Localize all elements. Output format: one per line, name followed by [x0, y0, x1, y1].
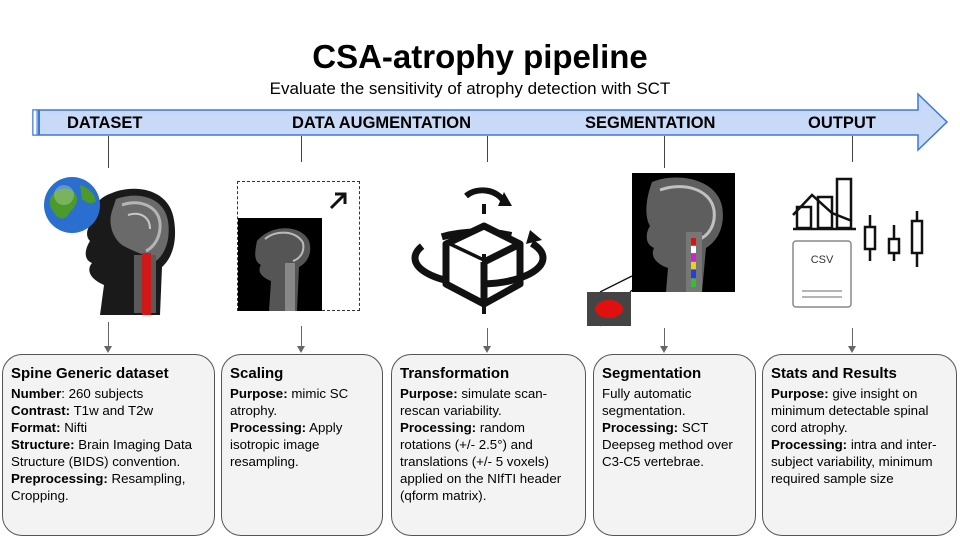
structure-label: Structure: — [11, 437, 75, 452]
expand-arrow-icon — [329, 192, 347, 210]
stage-dataset: DATASET — [67, 114, 143, 132]
card-title: Transformation — [400, 365, 510, 382]
page-subtitle: Evaluate the sensitivity of atrophy dete… — [269, 79, 671, 98]
processing-value: random rotations (+/- 2.5°) and translat… — [400, 420, 562, 503]
card-segmentation: Segmentation Fully automatic segmentatio… — [593, 354, 756, 536]
csv-label: CSV — [811, 254, 834, 266]
processing-label: Processing: — [400, 420, 477, 435]
csv-file-icon: CSV — [792, 240, 852, 308]
segmentation-illustration — [587, 173, 735, 327]
card-scaling: Scaling Purpose: mimic SC atrophy. Proce… — [221, 354, 383, 536]
processing-value: intra and inter-subject variability, min… — [771, 437, 937, 486]
stage-output: OUTPUT — [808, 114, 876, 132]
connector — [852, 328, 853, 348]
card-title: Segmentation — [602, 365, 702, 382]
processing-label: Processing: — [230, 420, 307, 435]
connector — [301, 326, 302, 348]
purpose-value: give insight on minimum detectable spina… — [771, 386, 929, 435]
purpose-value: mimic SC atrophy. — [230, 386, 349, 418]
contrast-label: Contrast: — [11, 403, 71, 418]
boxplot-icon — [863, 211, 924, 267]
card-title: Spine Generic dataset — [11, 365, 169, 382]
number-value: : 260 subjects — [61, 386, 144, 401]
preprocessing-label: Preprocessing: — [11, 471, 108, 486]
connector-arrowhead — [104, 346, 112, 353]
number-label: Number — [11, 386, 62, 401]
processing-label: Processing: — [771, 437, 848, 452]
card-dataset: Spine Generic dataset Number: 260 subjec… — [2, 354, 215, 536]
connector-arrowhead — [297, 346, 305, 353]
connector — [487, 328, 488, 348]
purpose-value: simulate scan-rescan variability. — [400, 386, 548, 418]
card-title: Scaling — [230, 365, 284, 382]
card-stats: Stats and Results Purpose: give insight … — [762, 354, 957, 536]
card-transformation: Transformation Purpose: simulate scan-re… — [391, 354, 586, 536]
stage-segmentation: SEGMENTATION — [585, 114, 716, 132]
purpose-label: Purpose: — [230, 386, 288, 401]
output-illustration: CSV — [792, 177, 924, 308]
connector-arrowhead — [660, 346, 668, 353]
connector-arrowhead — [848, 346, 856, 353]
structure-value: Brain Imaging Data Structure (BIDS) conv… — [11, 437, 193, 469]
processing-value: Apply isotropic image resampling. — [230, 420, 343, 469]
processing-value: SCT Deepseg method over C3-C5 vertebrae. — [602, 420, 733, 469]
stage-tick — [487, 136, 488, 162]
format-value: Nifti — [60, 420, 88, 435]
rotating-cube-icon — [411, 187, 547, 318]
purpose-label: Purpose: — [771, 386, 829, 401]
globe-icon — [44, 177, 100, 233]
preprocessing-value: Resampling, Cropping. — [11, 471, 186, 503]
connector — [664, 328, 665, 348]
processing-label: Processing: — [602, 420, 679, 435]
dataset-illustration — [44, 177, 182, 315]
card-title: Stats and Results — [771, 365, 897, 382]
connector — [108, 322, 109, 348]
stage-tick — [852, 136, 853, 162]
connector-arrowhead — [483, 346, 491, 353]
page-title: CSA-atrophy pipeline — [312, 38, 648, 75]
stage-tick — [301, 136, 302, 162]
stage-tick — [108, 136, 109, 168]
axial-slice-icon — [587, 292, 631, 326]
timeline-arrow — [32, 92, 949, 152]
stage-tick — [664, 136, 665, 168]
format-label: Format: — [11, 420, 61, 435]
scaling-illustration — [238, 192, 347, 311]
bar-chart-icon — [792, 177, 856, 231]
stage-data-augmentation: DATA AUGMENTATION — [292, 114, 472, 132]
purpose-label: Purpose: — [400, 386, 458, 401]
contrast-value: T1w and T2w — [70, 403, 154, 418]
segmentation-line: Fully automatic segmentation. — [602, 386, 692, 418]
